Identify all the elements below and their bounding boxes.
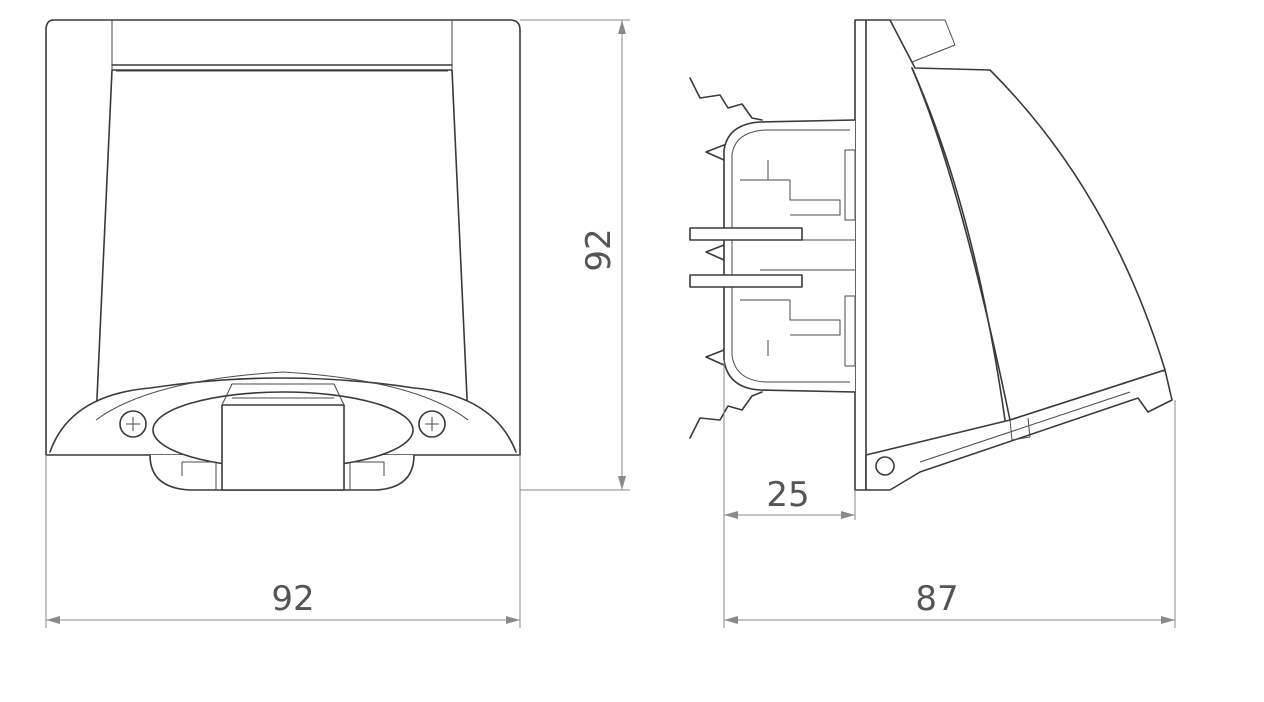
side-inner-depth-dimension <box>723 360 856 520</box>
front-left-screw <box>119 410 147 438</box>
side-lower-lid <box>865 369 1173 491</box>
side-cover-shell <box>865 19 1166 421</box>
side-cover-inner-curve <box>911 67 1006 421</box>
side-view <box>689 19 1173 491</box>
side-total-depth-label: 87 <box>915 579 958 619</box>
side-socket-body <box>723 119 856 393</box>
front-width-label: 92 <box>271 579 314 619</box>
side-socket-body-inner <box>731 129 850 383</box>
side-lower-pin <box>689 274 803 288</box>
side-upper-pin <box>689 227 803 241</box>
front-right-screw <box>418 410 446 438</box>
side-lower-lid-rib <box>1009 417 1031 441</box>
front-height-dimension <box>520 19 630 491</box>
side-spike-3 <box>705 349 725 366</box>
front-height-label: 92 <box>579 228 619 271</box>
side-inner-depth-label: 25 <box>766 475 809 515</box>
side-wall-plate <box>854 19 867 491</box>
front-cover-body <box>95 69 469 421</box>
side-upper-claw <box>689 77 763 121</box>
side-cover-top-tab <box>890 19 956 63</box>
side-upper-terminal <box>740 149 856 221</box>
side-lower-terminal <box>740 295 856 367</box>
front-housing-left-block <box>181 461 217 490</box>
front-bottom-arc-inner <box>95 371 469 421</box>
front-width-dimension <box>45 455 521 628</box>
front-plug-tab <box>221 404 345 491</box>
side-hinge-pin <box>875 456 895 476</box>
side-spike-1 <box>705 144 725 161</box>
front-view <box>45 19 521 491</box>
side-spike-2 <box>705 244 725 261</box>
front-plug-tab-top <box>221 383 345 406</box>
front-housing-right-block <box>349 461 385 490</box>
side-total-depth-dimension <box>723 400 1176 628</box>
side-lower-claw <box>689 391 763 439</box>
side-lower-lid-inner <box>919 391 1131 463</box>
